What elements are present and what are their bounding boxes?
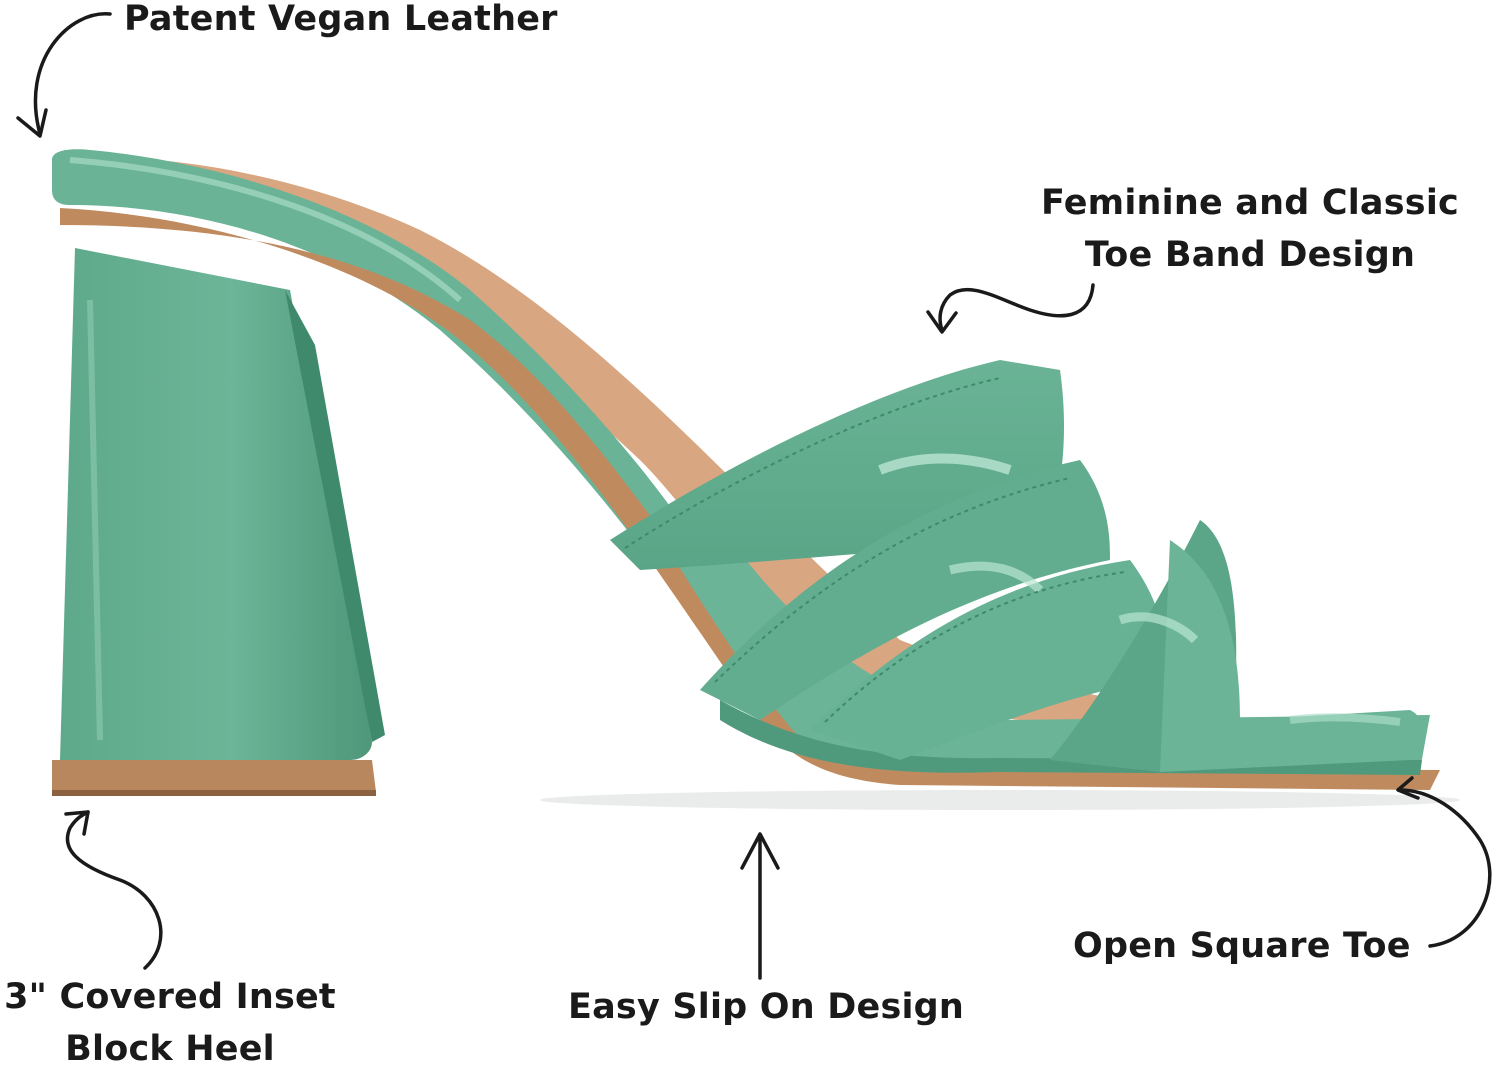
arrows xyxy=(16,12,1492,980)
callout-slip-on: Easy Slip On Design xyxy=(568,981,964,1033)
arrow-material xyxy=(16,12,112,138)
arrow-toe xyxy=(1396,776,1492,948)
callout-toe-band-line1: Feminine and Classic xyxy=(1041,183,1459,223)
callout-heel-line1: 3" Covered Inset xyxy=(4,977,336,1017)
callout-toe-band: Feminine and Classic Toe Band Design xyxy=(1030,177,1470,281)
toe-band xyxy=(610,360,1425,772)
callout-heel-line2: Block Heel xyxy=(65,1029,275,1069)
callout-toe-band-line2: Toe Band Design xyxy=(1084,235,1416,275)
ground-shadow xyxy=(540,790,1460,810)
callout-toe: Open Square Toe xyxy=(1073,920,1411,972)
callout-slip-on-line1: Easy Slip On Design xyxy=(568,987,965,1027)
block-heel xyxy=(52,248,385,796)
callout-material-line1: Patent Vegan Leather xyxy=(124,0,558,39)
heel-counter xyxy=(52,149,680,561)
callout-toe-line1: Open Square Toe xyxy=(1073,926,1411,966)
arrow-toe-band xyxy=(926,283,1095,334)
arrow-slip-on xyxy=(740,832,780,980)
arrow-heel xyxy=(64,810,163,970)
callout-heel: 3" Covered Inset Block Heel xyxy=(0,971,340,1075)
callout-material: Patent Vegan Leather xyxy=(124,0,558,45)
